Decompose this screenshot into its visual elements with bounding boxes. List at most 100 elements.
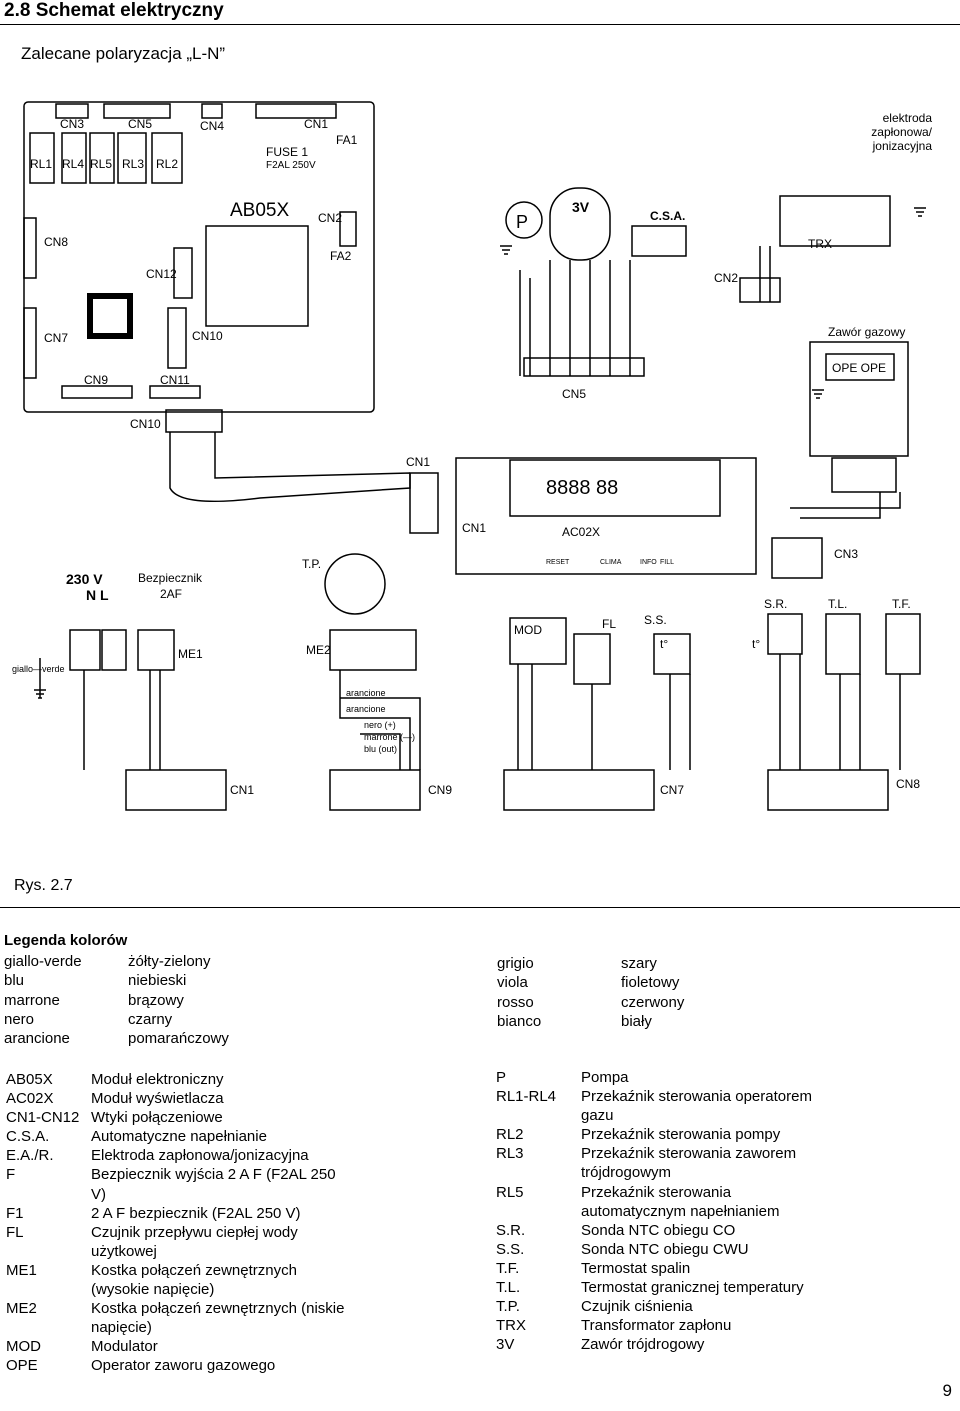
label-fa1: FA1 — [336, 133, 358, 147]
tf-sensor — [885, 613, 921, 675]
connector-cn9 — [61, 385, 133, 399]
definition-text: Przekaźnik sterowania operatorem gazu — [581, 1088, 812, 1125]
label-nero-plus: nero (+) — [364, 720, 396, 730]
label-arancione-1: arancione — [346, 688, 386, 698]
trx-transformer — [779, 195, 891, 247]
figure-caption: Rys. 2.7 — [14, 877, 73, 894]
definition-text: Wtyki połączeniowe — [91, 1109, 223, 1127]
label-cn5-bottom: CN5 — [562, 387, 586, 401]
label-cn7: CN7 — [44, 331, 68, 345]
label-rl3: RL3 — [122, 157, 144, 171]
label-cn1-top: CN1 — [406, 455, 430, 469]
connector-cn4 — [201, 103, 223, 119]
label-cn9-bottom: CN9 — [428, 783, 452, 797]
label-cn4: CN4 — [200, 119, 224, 133]
display-digits: 8888 88 — [546, 477, 618, 499]
ss-sensor — [653, 633, 691, 675]
definition-row: E.A./R.Elektroda zapłonowa/jonizacyjna — [6, 1146, 346, 1165]
label-cn10-bottom: CN10 — [130, 417, 161, 431]
label-me2: ME2 — [306, 643, 331, 657]
terminal-block-fuse — [101, 629, 127, 671]
definition-term: T.F. — [496, 1259, 520, 1277]
label-t1: t° — [660, 637, 668, 651]
definition-term: TRX — [496, 1317, 526, 1335]
definition-term: RL5 — [496, 1183, 524, 1201]
display-label: AC02X — [562, 525, 600, 539]
label-cn12: CN12 — [146, 267, 177, 281]
definition-row: T.F. Termostat spalin — [496, 1259, 836, 1278]
electrode-label-2: zapłonowa/ — [871, 125, 932, 139]
definition-term: RL2 — [496, 1126, 524, 1144]
label-cn10-board: CN10 — [192, 329, 223, 343]
display-module — [455, 457, 757, 575]
definition-text: Przekaźnik sterowania automatycznym nape… — [581, 1183, 780, 1220]
connector-cn12 — [173, 247, 193, 299]
definition-row: ME1 Kostka połączeń zewnętrznych (wysokie… — [6, 1261, 346, 1299]
diagram-subtitle: Zalecane polaryzacja „L-N” — [21, 44, 226, 63]
connector-cn8-bottom — [767, 769, 889, 811]
definition-text: Sonda NTC obiegu CO — [581, 1221, 736, 1239]
connector-cn11 — [149, 385, 201, 399]
color-term: blu — [4, 972, 25, 990]
definition-text: Bezpiecznik wyjścia 2 A F (F2AL 250 V) — [91, 1166, 336, 1203]
definition-text: Moduł wyświetlacza — [91, 1090, 224, 1108]
definition-text: Kostka połączeń zewnętrznych (wysokie na… — [91, 1261, 297, 1299]
definition-text: Przekaźnik sterowania pompy — [581, 1126, 781, 1144]
color-term: rosso — [497, 993, 534, 1011]
connector-cn7 — [23, 307, 37, 379]
label-t2: t° — [752, 637, 760, 651]
connector-cn5-bottom — [523, 357, 645, 377]
label-fuse1-rating: F2AL 250V — [266, 160, 316, 171]
definition-row: F Bezpiecznik wyjścia 2 A F (F2AL 250 V) — [6, 1165, 346, 1203]
connector-cn1-display — [409, 472, 439, 534]
label-tp: T.P. — [302, 557, 321, 571]
definition-term: S.S. — [496, 1240, 525, 1258]
terminal-block-left — [69, 629, 101, 671]
page-number: 9 — [942, 1381, 952, 1400]
label-trx: TRX — [808, 237, 832, 251]
main-board-outline — [23, 101, 375, 413]
label-rl5: RL5 — [90, 157, 112, 171]
definition-term: F — [6, 1166, 16, 1184]
label-cn8-bottom: CN8 — [896, 777, 920, 791]
legend-heading: Legenda kolorów — [4, 932, 128, 949]
color-term: grigio — [497, 955, 534, 972]
label-cn9: CN9 — [84, 373, 108, 387]
definition-term: RL1-RL4 — [496, 1088, 557, 1106]
pump-symbol — [505, 201, 543, 239]
label-info: INFO — [640, 559, 657, 566]
label-ope: OPE OPE — [832, 361, 886, 375]
label-cn2-board: CN2 — [318, 211, 342, 225]
gas-valve-label: Zawór gazowy — [828, 325, 905, 339]
label-rl4: RL4 — [62, 157, 84, 171]
definition-term: ME1 — [6, 1261, 37, 1279]
definition-term: T.L. — [496, 1279, 521, 1297]
connector-cn1-top — [255, 103, 337, 119]
label-clima: CLIMA — [600, 559, 622, 566]
definition-text: Termostat spalin — [581, 1259, 691, 1277]
pressure-sensor — [324, 553, 386, 615]
definition-term: RL3 — [496, 1145, 524, 1163]
label-me1: ME1 — [178, 647, 203, 661]
definition-text: Operator zaworu gazowego — [91, 1357, 276, 1375]
label-giallo-verde-1: giallo—verde — [12, 664, 65, 674]
definition-row: RL1-RL4 Przekaźnik sterowania operatorem … — [496, 1087, 836, 1125]
label-fl: FL — [602, 617, 616, 631]
label-cn2-trx: CN2 — [714, 271, 738, 285]
definition-text: Moduł elektroniczny — [91, 1071, 224, 1088]
definition-term: MOD — [6, 1338, 41, 1356]
valve-3v-body — [549, 187, 611, 261]
ab05x-chip — [205, 225, 309, 327]
label-ss: S.S. — [644, 613, 667, 627]
label-arancione-2: arancione — [346, 704, 386, 714]
definition-text: Czujnik przepływu ciepłej wody użytkowej — [91, 1223, 298, 1260]
